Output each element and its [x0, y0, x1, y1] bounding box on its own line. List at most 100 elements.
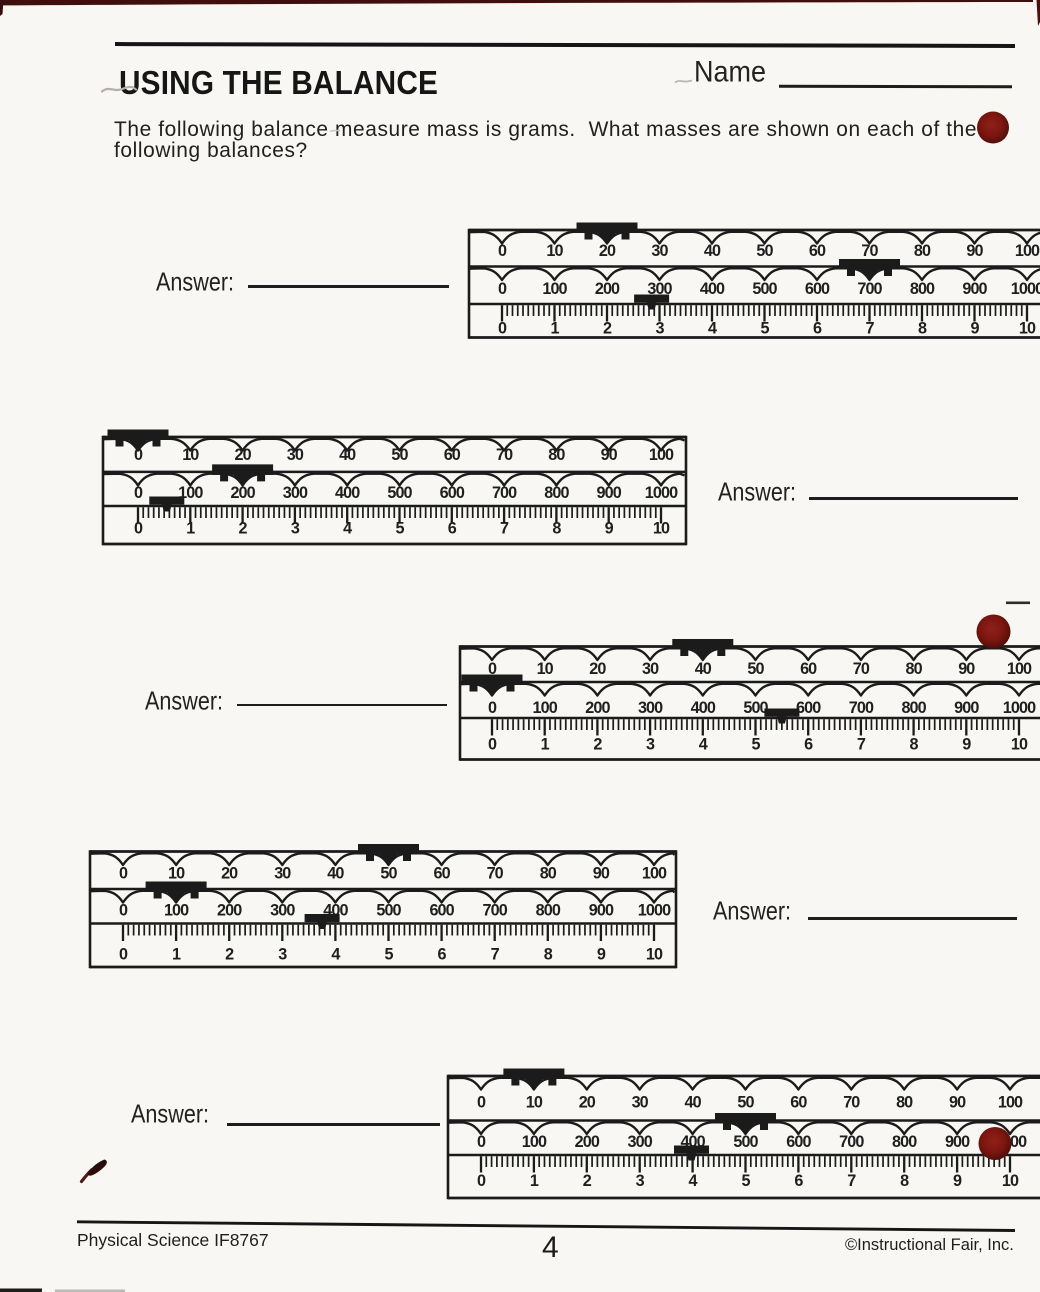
svg-text:80: 80	[914, 242, 931, 260]
svg-text:100: 100	[1015, 242, 1040, 260]
svg-text:1000: 1000	[1011, 280, 1040, 298]
svg-text:10: 10	[653, 520, 670, 538]
svg-text:800: 800	[536, 902, 561, 920]
svg-text:50: 50	[747, 660, 764, 678]
svg-text:10: 10	[1002, 1172, 1019, 1190]
svg-text:60: 60	[444, 446, 461, 464]
svg-text:400: 400	[691, 699, 716, 717]
svg-text:600: 600	[440, 484, 465, 502]
svg-text:700: 700	[849, 699, 874, 717]
svg-text:1: 1	[541, 736, 550, 754]
svg-text:90: 90	[949, 1094, 966, 1112]
svg-text:80: 80	[905, 660, 922, 678]
svg-text:0: 0	[498, 242, 507, 260]
svg-text:0: 0	[119, 865, 128, 883]
svg-text:300: 300	[283, 484, 308, 502]
svg-text:200: 200	[595, 280, 620, 298]
svg-text:90: 90	[601, 446, 618, 464]
svg-text:6: 6	[794, 1172, 803, 1190]
svg-text:200: 200	[230, 484, 255, 502]
svg-text:4: 4	[708, 320, 717, 338]
svg-text:300: 300	[638, 699, 663, 717]
svg-text:800: 800	[910, 280, 935, 298]
svg-text:70: 70	[496, 446, 513, 464]
svg-text:2: 2	[583, 1172, 592, 1190]
svg-text:100: 100	[542, 280, 567, 298]
svg-text:60: 60	[790, 1094, 807, 1112]
svg-text:0: 0	[498, 280, 507, 298]
svg-text:500: 500	[733, 1133, 758, 1151]
svg-text:0: 0	[477, 1172, 486, 1190]
svg-text:10: 10	[182, 446, 199, 464]
svg-text:70: 70	[853, 660, 870, 678]
svg-text:4: 4	[331, 946, 340, 964]
svg-text:9: 9	[953, 1172, 962, 1190]
svg-text:100: 100	[998, 1094, 1023, 1112]
svg-text:400: 400	[700, 280, 725, 298]
svg-text:2: 2	[603, 320, 612, 338]
svg-text:8: 8	[900, 1172, 909, 1190]
svg-text:900: 900	[954, 699, 979, 717]
svg-text:900: 900	[597, 484, 622, 502]
svg-text:90: 90	[966, 242, 983, 260]
svg-text:80: 80	[896, 1094, 913, 1112]
svg-text:1: 1	[530, 1172, 539, 1190]
svg-text:200: 200	[217, 902, 242, 920]
svg-text:60: 60	[433, 865, 450, 883]
svg-text:800: 800	[901, 699, 926, 717]
svg-text:50: 50	[380, 865, 397, 883]
svg-text:100: 100	[533, 699, 558, 717]
svg-text:500: 500	[387, 484, 412, 502]
svg-text:90: 90	[593, 865, 610, 883]
svg-text:900: 900	[962, 280, 987, 298]
svg-text:50: 50	[391, 446, 408, 464]
svg-text:10: 10	[168, 865, 185, 883]
svg-text:2: 2	[593, 736, 602, 754]
svg-text:7: 7	[857, 736, 866, 754]
svg-text:40: 40	[339, 446, 356, 464]
svg-text:30: 30	[274, 865, 291, 883]
svg-text:80: 80	[540, 865, 557, 883]
svg-text:30: 30	[651, 242, 668, 260]
svg-text:10: 10	[1019, 320, 1036, 338]
svg-text:0: 0	[477, 1133, 486, 1151]
svg-text:900: 900	[945, 1133, 970, 1151]
svg-text:3: 3	[278, 946, 287, 964]
svg-text:0: 0	[134, 446, 143, 464]
svg-text:0: 0	[134, 484, 143, 502]
svg-text:700: 700	[839, 1133, 864, 1151]
svg-text:4: 4	[699, 736, 708, 754]
svg-text:9: 9	[962, 736, 971, 754]
svg-text:40: 40	[695, 660, 712, 678]
svg-text:90: 90	[958, 660, 975, 678]
svg-text:400: 400	[335, 484, 360, 502]
svg-text:500: 500	[376, 902, 401, 920]
svg-text:1: 1	[186, 520, 195, 538]
svg-text:10: 10	[526, 1094, 543, 1112]
svg-text:600: 600	[429, 902, 454, 920]
svg-text:7: 7	[865, 320, 874, 338]
svg-text:20: 20	[579, 1094, 596, 1112]
svg-text:4: 4	[343, 520, 352, 538]
svg-text:5: 5	[751, 736, 760, 754]
svg-text:10: 10	[546, 242, 563, 260]
svg-text:6: 6	[448, 520, 457, 538]
svg-text:60: 60	[809, 242, 826, 260]
svg-text:8: 8	[918, 320, 927, 338]
svg-text:800: 800	[892, 1133, 917, 1151]
svg-text:500: 500	[752, 280, 777, 298]
svg-text:300: 300	[270, 902, 295, 920]
svg-text:3: 3	[291, 520, 300, 538]
svg-text:0: 0	[488, 660, 497, 678]
svg-text:500: 500	[743, 699, 768, 717]
svg-text:5: 5	[741, 1172, 750, 1190]
svg-text:1000: 1000	[645, 484, 678, 502]
svg-text:7: 7	[847, 1172, 856, 1190]
svg-text:5: 5	[760, 320, 769, 338]
svg-text:100: 100	[164, 902, 189, 920]
svg-text:20: 20	[589, 660, 606, 678]
svg-text:30: 30	[287, 446, 304, 464]
svg-text:100: 100	[649, 446, 674, 464]
svg-text:100: 100	[522, 1133, 547, 1151]
svg-text:200: 200	[575, 1133, 600, 1151]
